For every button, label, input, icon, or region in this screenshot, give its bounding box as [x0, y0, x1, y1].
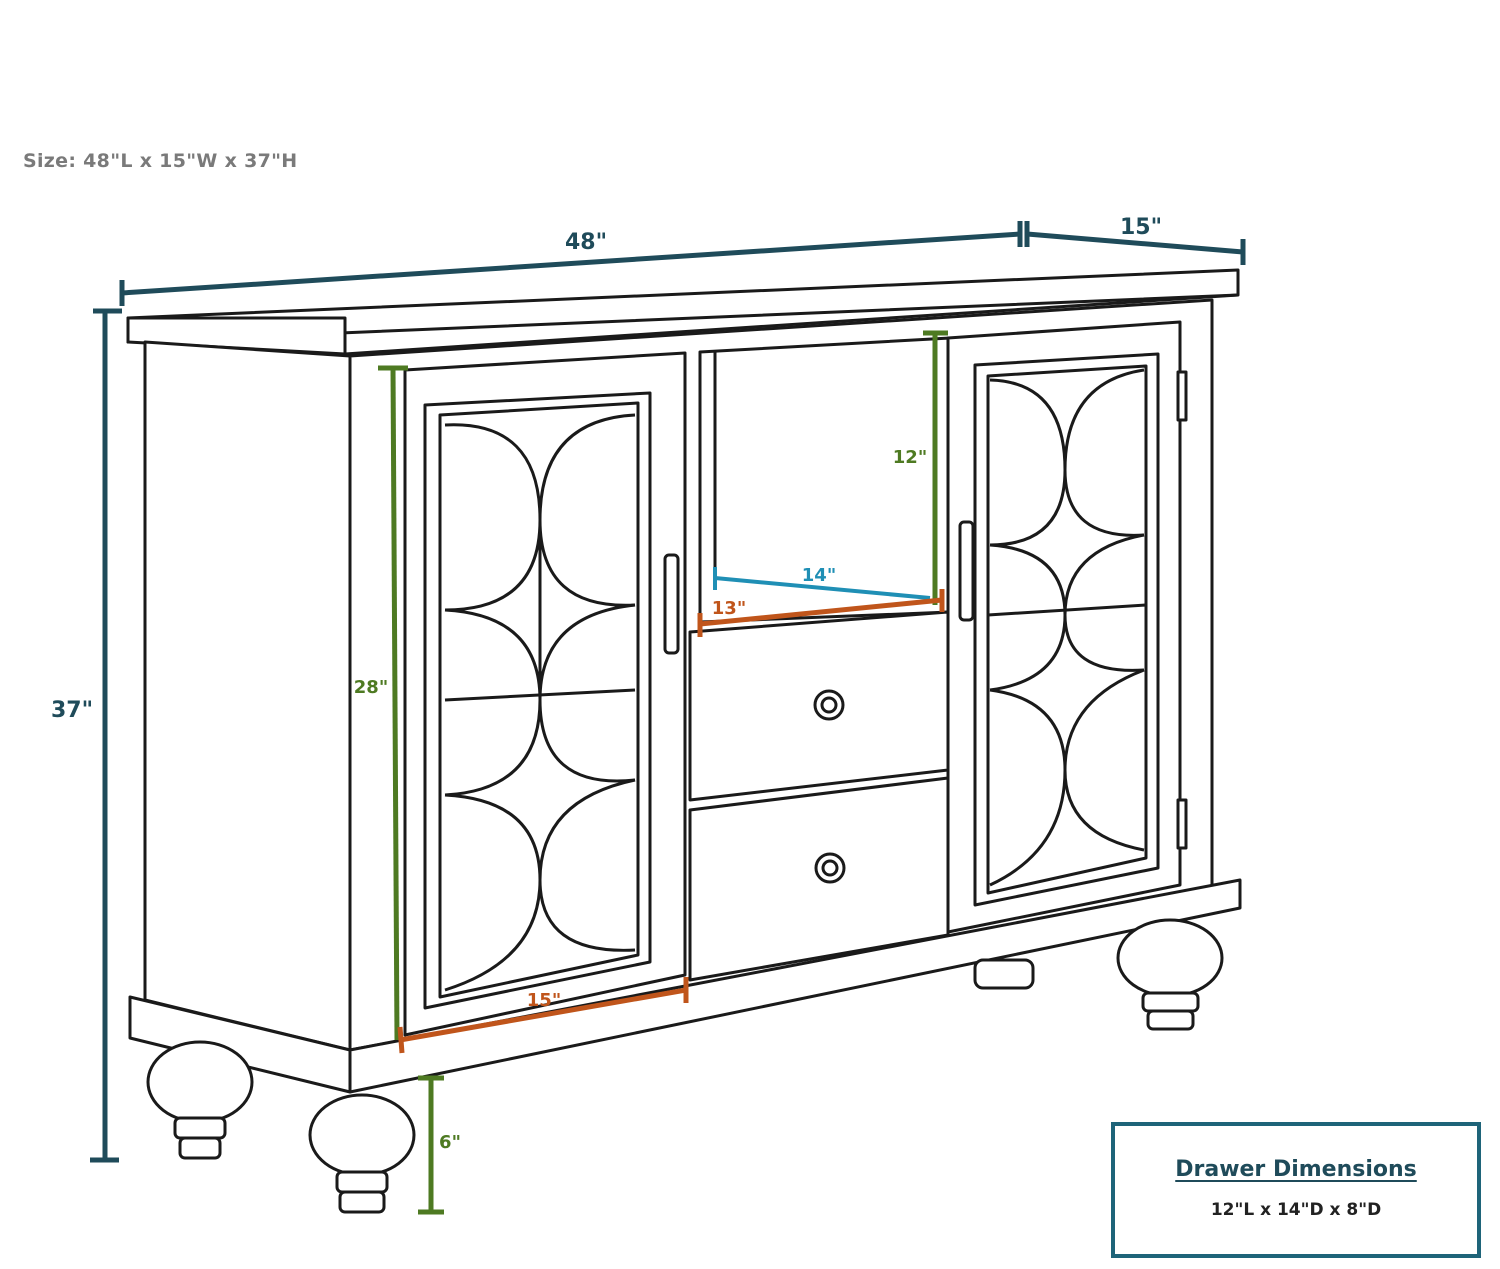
left-door-glass [423, 391, 652, 1010]
dim-line-shelf-width [697, 589, 945, 637]
drawer-dimensions-box: Drawer Dimensions 12"L x 14"D x 8"D [1111, 1122, 1481, 1258]
drawer-lower [688, 776, 950, 982]
label-height: 37" [51, 698, 93, 723]
hinge-bottom [1176, 798, 1188, 850]
dimension-lines [90, 221, 1246, 1215]
drawer-dimensions-size: 12"L x 14"D x 8"D [1210, 1200, 1382, 1220]
leg-front-right [308, 1093, 416, 1214]
dim-line-leg-height [418, 1075, 444, 1215]
dim-line-shelf-depth [713, 567, 931, 600]
label-shelf-height: 12" [893, 447, 927, 468]
right-door-handle [958, 520, 975, 622]
leg-side-right [1116, 918, 1224, 1031]
hinge-top [1176, 370, 1188, 422]
label-shelf-width: 13" [712, 598, 746, 619]
drawer-upper-knob [813, 689, 845, 721]
cabinet-outline [126, 268, 1242, 1214]
leg-back-right [973, 958, 1035, 990]
dim-line-width [119, 221, 1023, 306]
leg-front-left [146, 1040, 254, 1160]
label-leg-height: 6" [439, 1132, 461, 1153]
dim-line-door-width [397, 977, 689, 1054]
label-shelf-depth: 14" [802, 565, 836, 586]
size-caption: Size: 48"L x 15"W x 37"H [23, 150, 298, 172]
dim-line-depth [1024, 221, 1246, 265]
label-door-height: 28" [354, 677, 388, 698]
drawer-lower-knob [814, 852, 846, 884]
dim-line-height [90, 308, 122, 1163]
drawer-dimensions-title: Drawer Dimensions [1175, 1157, 1417, 1182]
left-door-handle [663, 553, 680, 655]
dim-line-shelf-height [923, 330, 948, 605]
cabinet-side [143, 340, 352, 1052]
dim-line-door-height [378, 365, 408, 1041]
label-width: 48" [565, 230, 607, 255]
label-depth: 15" [1120, 215, 1162, 240]
label-door-width: 15" [527, 990, 561, 1011]
